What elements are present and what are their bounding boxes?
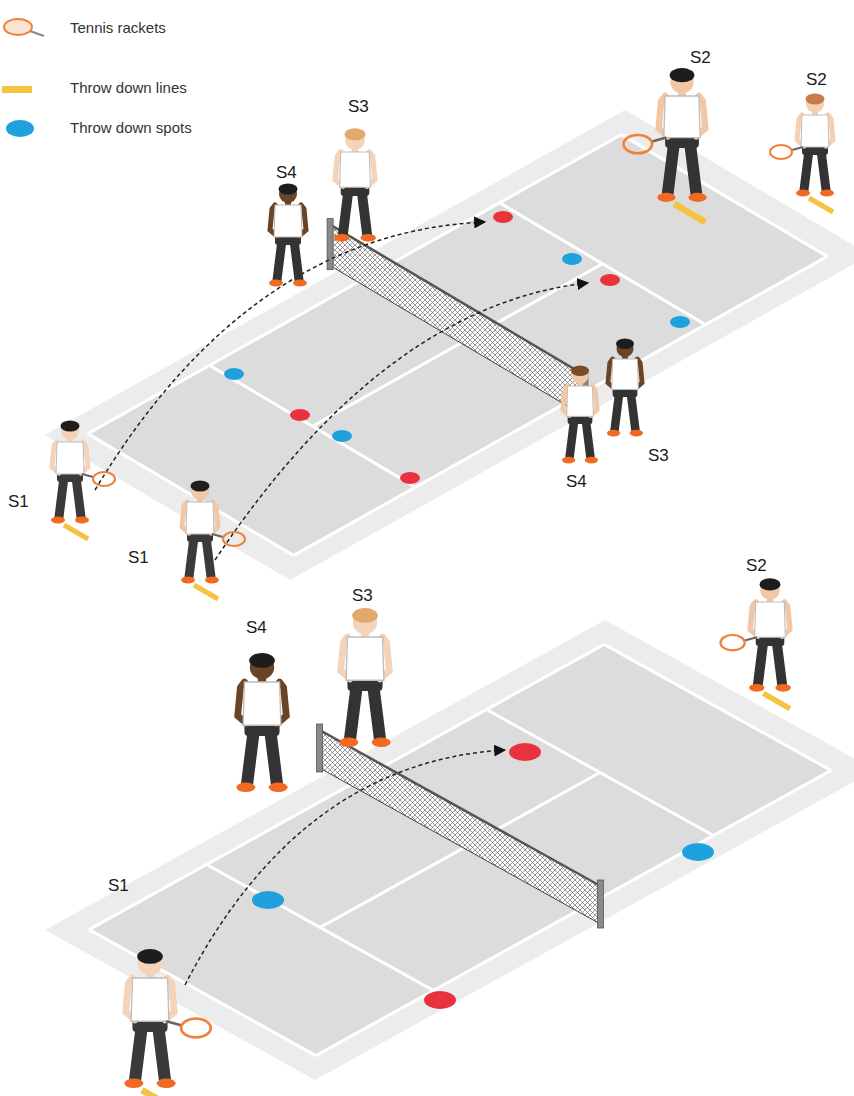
racket-legend-icon — [4, 19, 44, 36]
student-label: S1 — [8, 492, 29, 512]
throw-down-spot — [424, 991, 456, 1009]
throw-down-spot — [400, 472, 420, 484]
student-label: S3 — [352, 586, 373, 606]
throw-down-spot — [290, 409, 310, 421]
legend-text: Throw down spots — [70, 119, 192, 137]
legend-swatch — [2, 86, 32, 93]
throw-down-spot — [332, 430, 352, 442]
student-figure — [334, 128, 376, 241]
throw-down-line — [809, 198, 833, 212]
student-label: S2 — [806, 70, 827, 90]
throw-down-line — [763, 693, 789, 708]
tennis-racket — [770, 145, 803, 159]
ball-path — [215, 283, 588, 560]
student-label: S1 — [108, 876, 129, 896]
student-label: S2 — [690, 48, 711, 68]
tennis-court — [45, 110, 854, 580]
tennis-racket — [212, 532, 245, 546]
throw-down-spot — [224, 368, 244, 380]
throw-down-line — [142, 1090, 174, 1096]
student-figure — [181, 481, 245, 584]
student-figure — [607, 339, 643, 437]
student-figure — [770, 94, 834, 197]
legend-text: Throw down lines — [70, 79, 187, 97]
throw-down-spot — [252, 891, 284, 909]
throw-down-line — [194, 585, 218, 599]
throw-down-line — [64, 525, 88, 539]
student-label: S3 — [648, 446, 669, 466]
student-figure — [269, 184, 307, 287]
student-figure — [624, 68, 707, 202]
student-label: S2 — [746, 556, 767, 576]
student-figure — [562, 366, 598, 464]
tennis-racket — [166, 1019, 211, 1038]
student-label: S1 — [128, 548, 149, 568]
student-label: S4 — [276, 163, 297, 183]
ball-path — [95, 222, 485, 490]
student-label: S4 — [566, 472, 587, 492]
legend-swatch — [6, 120, 34, 137]
tennis-racket — [721, 635, 757, 650]
student-label: S3 — [348, 97, 369, 117]
student-figure — [339, 608, 390, 747]
ball-path — [185, 750, 505, 985]
tennis-racket — [624, 135, 667, 153]
legend-text: Tennis rackets — [70, 19, 166, 37]
student-figure — [236, 653, 287, 792]
throw-down-spot — [509, 743, 541, 761]
tennis-court — [45, 620, 854, 1080]
student-figure — [124, 949, 210, 1088]
throw-down-spot — [493, 211, 513, 223]
tennis-racket — [82, 472, 115, 486]
student-figure — [721, 578, 791, 691]
throw-down-spot — [562, 253, 582, 265]
tennis-net — [327, 219, 588, 421]
throw-down-spot — [682, 843, 714, 861]
student-figure — [51, 421, 115, 524]
student-label: S4 — [246, 618, 267, 638]
tennis-net — [317, 724, 604, 928]
throw-down-line — [674, 204, 705, 222]
throw-down-spot — [600, 274, 620, 286]
throw-down-spot — [670, 316, 690, 328]
